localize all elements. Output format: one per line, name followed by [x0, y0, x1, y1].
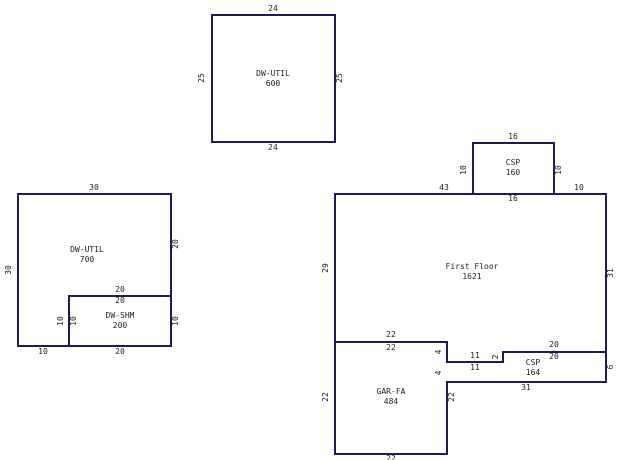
dim-gar-bottom: 22 [386, 454, 396, 460]
csp-top-outline [472, 142, 555, 195]
label-dw-util-left-name: DW-UTIL [70, 245, 104, 254]
dim-csp-top-bottom: 16 [508, 194, 518, 203]
label-dw-shm-area: 200 [113, 321, 128, 330]
label-csp-top-area: 160 [506, 168, 521, 177]
dim-csp-r-bottom: 31 [521, 383, 531, 392]
label-dw-util-left-area: 700 [80, 255, 95, 264]
dim-util-top-bottom: 24 [268, 143, 278, 152]
label-csp-right-area: 164 [526, 368, 541, 377]
gar-csp-divider [334, 341, 607, 363]
dim-util-top-right: 25 [335, 73, 344, 83]
dim-shm-top-outer: 20 [115, 285, 125, 294]
dim-shm-bottom: 20 [115, 347, 125, 356]
dim-util-left-right: 20 [171, 239, 180, 249]
dim-shm-right: 10 [171, 316, 180, 326]
dw-util-left-outline [17, 193, 172, 347]
dim-shm-left-inner: 10 [69, 316, 78, 326]
dim-shm-top-inner: 20 [115, 296, 125, 305]
dw-shm-outline [68, 295, 172, 347]
dim-csp-r-top-outer: 20 [549, 340, 559, 349]
label-gar-fa-area: 484 [384, 397, 399, 406]
dim-csp-r-right: 6 [606, 364, 615, 369]
dw-util-top-outline [211, 14, 336, 143]
label-dw-util-top-area: 600 [266, 79, 281, 88]
first-floor-outline [334, 193, 607, 455]
dim-gar-top-outer: 22 [386, 330, 396, 339]
dim-csp-r-top-inner: 20 [549, 352, 559, 361]
dim-gar-right: 22 [447, 392, 456, 402]
dim-shm-left-outer: 10 [56, 316, 65, 326]
label-csp-top-name: CSP [506, 158, 521, 167]
dim-util-left-bottom: 10 [38, 347, 48, 356]
dim-notch-step-lower: 11 [470, 363, 480, 372]
label-csp-right-name: CSP [526, 358, 541, 367]
label-dw-shm-name: DW-SHM [106, 311, 135, 320]
dim-notch-small: 2 [491, 354, 500, 359]
dim-util-top-left: 25 [197, 73, 206, 83]
dim-ff-right: 31 [606, 268, 615, 278]
dim-gar-top-inner: 22 [386, 343, 396, 352]
dim-gar-left: 22 [321, 392, 330, 402]
label-first-floor-name: First Floor [446, 262, 499, 271]
dim-util-top-top: 24 [268, 4, 278, 13]
label-dw-util-top-name: DW-UTIL [256, 69, 290, 78]
dim-notch-vert-upper: 4 [434, 349, 443, 354]
dim-csp-top-top: 16 [508, 132, 518, 141]
dim-csp-top-right: 10 [554, 165, 563, 175]
dim-ff-top-left: 43 [439, 183, 449, 192]
dim-notch-vert-lower: 4 [434, 370, 443, 375]
dim-util-left-left: 30 [4, 265, 13, 275]
dim-ff-left: 29 [321, 263, 330, 273]
dim-util-left-top: 30 [89, 183, 99, 192]
label-gar-fa-name: GAR-FA [377, 387, 406, 396]
label-first-floor-area: 1621 [462, 272, 481, 281]
dim-notch-step-upper: 11 [470, 351, 480, 360]
dim-csp-top-left: 10 [459, 165, 468, 175]
dim-ff-top-right: 10 [574, 183, 584, 192]
